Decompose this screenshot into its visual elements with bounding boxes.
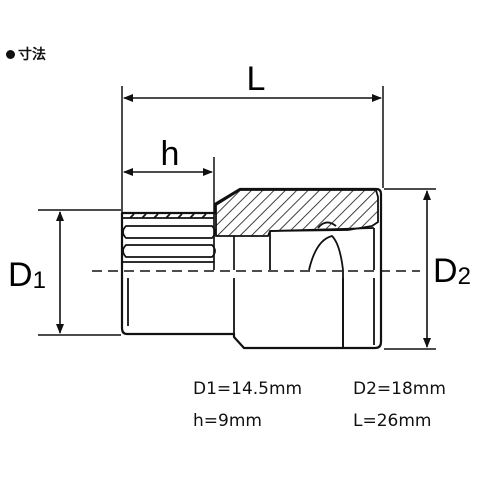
broach-teeth xyxy=(122,213,235,270)
bullet-icon xyxy=(6,49,15,59)
square-drive-arc xyxy=(308,235,344,271)
label-h: h xyxy=(161,135,180,173)
square-drive-outline xyxy=(269,227,375,270)
extension-lines xyxy=(38,86,436,350)
inner-wall xyxy=(342,278,375,347)
spec-h: h=9mm xyxy=(193,411,262,431)
dimensions-heading-text: 寸法 xyxy=(18,47,46,63)
label-D2: D2 xyxy=(433,252,471,290)
label-D1-main: D xyxy=(8,256,33,294)
dimension-arrows xyxy=(56,94,431,348)
label-D1-sub: 1 xyxy=(33,267,46,294)
square-drive-arc-top xyxy=(317,221,337,229)
label-D2-main: D xyxy=(433,252,458,290)
dimensions-heading: 寸法 xyxy=(6,44,46,64)
label-D1: D1 xyxy=(8,256,46,294)
label-L: L xyxy=(247,60,266,98)
hatched-section xyxy=(215,189,379,237)
lower-body xyxy=(127,278,375,347)
label-D2-sub: 2 xyxy=(458,263,471,290)
socket-body-outline xyxy=(120,187,383,350)
spec-L: L=26mm xyxy=(353,411,432,431)
spec-d1: D1=14.5mm xyxy=(193,379,303,399)
socket-outline xyxy=(120,187,383,350)
square-drive xyxy=(269,221,375,347)
spec-d2: D2=18mm xyxy=(353,379,446,399)
